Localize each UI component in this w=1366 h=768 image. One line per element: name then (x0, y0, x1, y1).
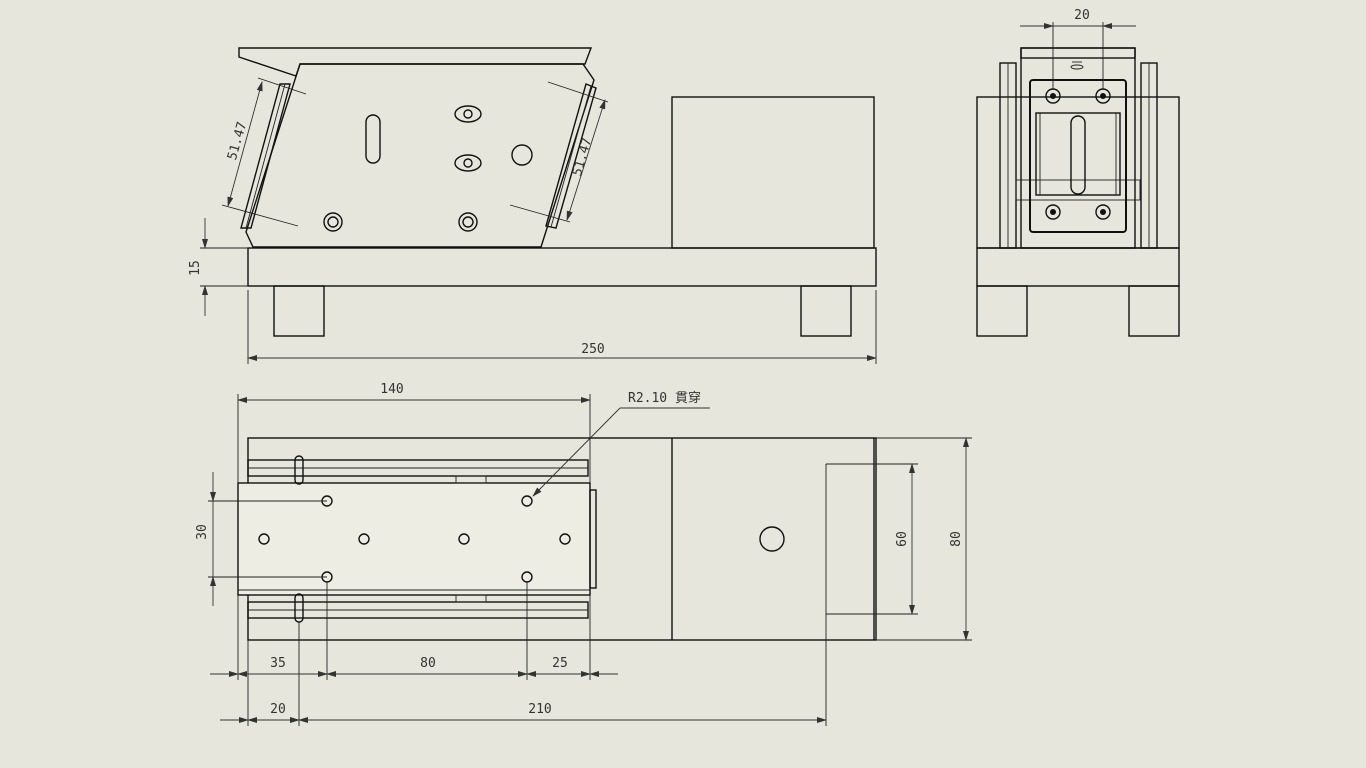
dim-15: 15 (188, 260, 203, 276)
foot-left (273, 285, 325, 337)
slider-plate (1029, 79, 1127, 233)
slot (365, 114, 381, 164)
dim-140: 140 (380, 382, 403, 397)
dim-250: 250 (581, 342, 604, 357)
hole (511, 144, 533, 166)
dim-51-47-left: 51.47 (225, 120, 250, 162)
top-hole (759, 526, 785, 552)
dim-210: 210 (528, 702, 551, 717)
dim-80-pitch: 80 (420, 656, 436, 671)
dim-20: 20 (270, 702, 286, 717)
foot-right (800, 285, 852, 337)
top-view: R2.10 貫穿 140 30 60 80 (195, 382, 972, 726)
dim-80: 80 (949, 531, 964, 547)
tilted-top-plate (238, 47, 593, 77)
right-rail (545, 83, 597, 229)
front-view: 51.47 51.47 15 250 (188, 47, 877, 364)
dim-25: 25 (552, 656, 568, 671)
dim-35: 35 (270, 656, 286, 671)
box-block (671, 96, 875, 249)
dim-30: 30 (195, 524, 210, 540)
base-plate (247, 247, 877, 287)
dim-60: 60 (895, 531, 910, 547)
slanted-body (245, 63, 595, 248)
hole-note: R2.10 貫穿 (628, 390, 701, 406)
dim-20-top: 20 (1074, 8, 1090, 23)
side-view: 20 (976, 8, 1180, 337)
carriage-plate (237, 482, 591, 596)
